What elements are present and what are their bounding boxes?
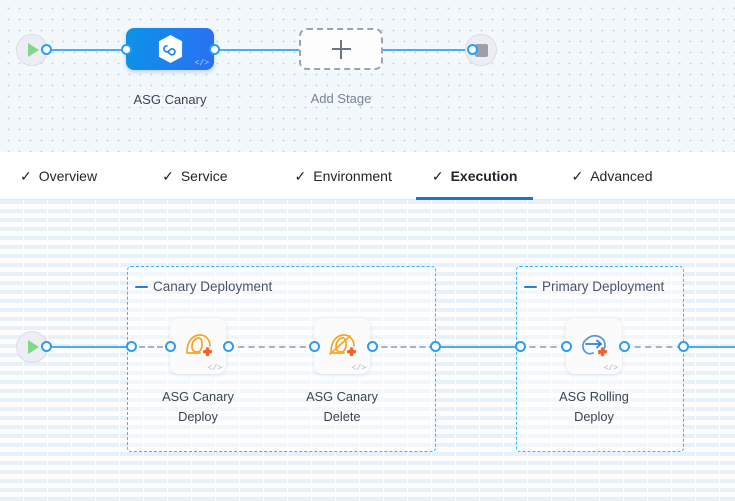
canary-group-input-port[interactable] [126, 341, 137, 352]
step-card-asg-canary-delete-label: ASG Canary Delete [277, 387, 407, 427]
step1-label-line2: Deploy [178, 408, 218, 424]
stage-card-label: ASG Canary [133, 92, 207, 107]
plus-icon-horizontal [331, 48, 351, 50]
connector-canary-delete-to-group-exit [372, 346, 435, 348]
canary-group-output-port[interactable] [430, 341, 441, 352]
start-node-port[interactable] [41, 44, 52, 55]
minus-icon[interactable] [135, 285, 148, 288]
asg-canary-delete-icon [329, 334, 356, 357]
step-code-glyph: </> [603, 364, 618, 373]
tab-advanced[interactable]: ✓ Advanced [569, 152, 654, 200]
connector-start-to-canary-group [44, 346, 130, 348]
step3-label-line2: Deploy [574, 408, 614, 424]
tab-environment[interactable]: ✓ Environment [293, 152, 394, 200]
tab-execution[interactable]: ✓ Execution [415, 152, 534, 200]
play-icon [28, 340, 39, 354]
connector-rolling-deploy-to-group-exit [624, 346, 683, 348]
step1-label-line1: ASG Canary [162, 389, 234, 404]
check-icon: ✓ [431, 167, 444, 184]
step-card-asg-rolling-deploy[interactable]: </> [566, 318, 622, 374]
step-group-primary-label: Primary Deployment [542, 279, 665, 294]
tab-environment-label: Environment [313, 167, 392, 184]
stage-input-port[interactable] [121, 44, 132, 55]
connector-group-entry-to-rolling-deploy [519, 346, 567, 348]
step2-label-line1: ASG Canary [306, 389, 378, 404]
connector-primary-group-to-right [681, 346, 735, 348]
step2-input-port[interactable] [309, 341, 320, 352]
step3-input-port[interactable] [561, 341, 572, 352]
primary-group-input-port[interactable] [515, 341, 526, 352]
asg-canary-deploy-icon [186, 334, 212, 357]
step-code-glyph: </> [207, 364, 222, 373]
step1-output-port[interactable] [223, 341, 234, 352]
step1-input-port[interactable] [165, 341, 176, 352]
minus-icon[interactable] [524, 285, 537, 288]
step2-output-port[interactable] [367, 341, 378, 352]
connector-addstage-to-end [380, 49, 472, 51]
tab-advanced-label: Advanced [590, 167, 653, 184]
step-card-asg-rolling-deploy-label: ASG Rolling Deploy [529, 387, 659, 427]
primary-group-output-port[interactable] [678, 341, 689, 352]
step-group-primary-label-row[interactable]: Primary Deployment [524, 279, 664, 294]
harness-hexagon-infinity-icon [158, 35, 182, 63]
tab-overview[interactable]: ✓ Overview [18, 152, 99, 200]
connector-start-to-stage [44, 49, 130, 51]
step-card-asg-canary-delete[interactable]: </> [314, 318, 370, 374]
stop-icon [474, 43, 488, 57]
add-stage-label: Add Stage [310, 91, 372, 106]
play-icon [28, 43, 39, 57]
step-code-glyph: </> [351, 364, 366, 373]
tab-service-label: Service [180, 167, 228, 184]
asg-rolling-deploy-icon [582, 335, 607, 357]
step3-label-line1: ASG Rolling [559, 389, 629, 404]
connector-canary-to-primary-group [433, 346, 521, 348]
connector-group-entry-to-canary-deploy [130, 346, 172, 348]
step-card-asg-canary-deploy[interactable]: </> [170, 318, 226, 374]
execution-canvas[interactable]: Canary Deployment Primary Deployment [0, 200, 735, 501]
stage-output-port[interactable] [209, 44, 220, 55]
check-icon: ✓ [162, 167, 174, 184]
execution-start-port[interactable] [41, 341, 52, 352]
step2-label-line2: Delete [323, 408, 361, 424]
connector-canary-deploy-to-delete [228, 346, 316, 348]
connector-stage-to-addstage [214, 49, 308, 51]
step-group-canary-label-row[interactable]: Canary Deployment [135, 279, 272, 294]
check-icon: ✓ [20, 167, 32, 184]
stage-canvas[interactable]: </> ASG Canary Add Stage [0, 0, 735, 152]
stage-card-asg-canary[interactable]: </> [126, 28, 214, 70]
tab-overview-label: Overview [38, 167, 98, 184]
tab-service[interactable]: ✓ Service [160, 152, 229, 200]
check-icon: ✓ [294, 167, 307, 184]
check-icon: ✓ [571, 167, 584, 184]
stage-code-glyph: </> [194, 59, 209, 68]
step-card-asg-canary-deploy-label: ASG Canary Deploy [133, 387, 263, 427]
execution-start-node[interactable] [16, 331, 48, 363]
step3-output-port[interactable] [619, 341, 630, 352]
stage-config-tabs[interactable]: ✓ Overview ✓ Service ✓ Environment ✓ Exe… [0, 152, 735, 200]
add-stage-button[interactable] [299, 28, 383, 70]
end-node-port[interactable] [467, 44, 478, 55]
step-group-canary-label: Canary Deployment [153, 279, 273, 294]
tab-execution-label: Execution [450, 167, 518, 184]
